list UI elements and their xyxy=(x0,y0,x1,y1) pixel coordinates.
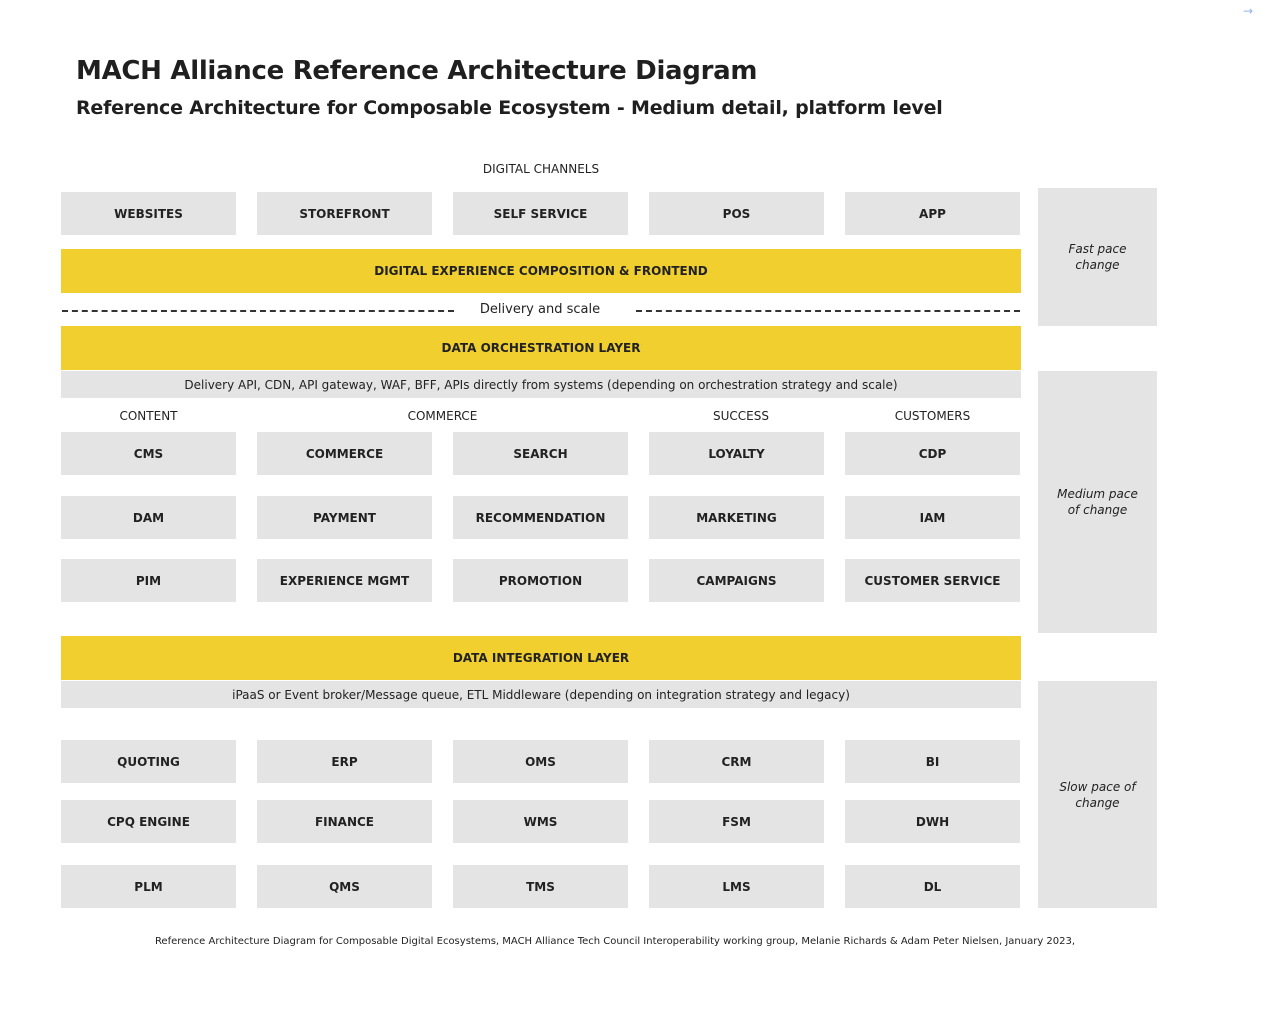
system-customer-service: CUSTOMER SERVICE xyxy=(845,559,1020,602)
system-quoting: QUOTING xyxy=(61,740,236,783)
delivery-and-scale-label: Delivery and scale xyxy=(479,302,601,317)
system-commerce: COMMERCE xyxy=(257,432,432,475)
system-pim: PIM xyxy=(61,559,236,602)
system-wms: WMS xyxy=(453,800,628,843)
system-campaigns: CAMPAIGNS xyxy=(649,559,824,602)
data-orchestration-layer: DATA ORCHESTRATION LAYER xyxy=(61,326,1021,370)
system-oms: OMS xyxy=(453,740,628,783)
slow-pace-panel: Slow pace of change xyxy=(1038,681,1157,908)
category-label-content: CONTENT xyxy=(119,409,178,423)
system-tms: TMS xyxy=(453,865,628,908)
digital-channels-heading: DIGITAL CHANNELS xyxy=(482,162,600,176)
category-label-customers: CUSTOMERS xyxy=(894,409,971,423)
integration-description: iPaaS or Event broker/Message queue, ETL… xyxy=(61,681,1021,708)
system-promotion: PROMOTION xyxy=(453,559,628,602)
system-search: SEARCH xyxy=(453,432,628,475)
medium-pace-panel: Medium pace of change xyxy=(1038,371,1157,633)
system-iam: IAM xyxy=(845,496,1020,539)
system-cpq-engine: CPQ ENGINE xyxy=(61,800,236,843)
system-payment: PAYMENT xyxy=(257,496,432,539)
system-marketing: MARKETING xyxy=(649,496,824,539)
channel-self-service: SELF SERVICE xyxy=(453,192,628,235)
system-dam: DAM xyxy=(61,496,236,539)
channel-websites: WEBSITES xyxy=(61,192,236,235)
channel-storefront: STOREFRONT xyxy=(257,192,432,235)
system-crm: CRM xyxy=(649,740,824,783)
footer-citation: Reference Architecture Diagram for Compo… xyxy=(154,936,1076,947)
system-cdp: CDP xyxy=(845,432,1020,475)
dashed-divider-right xyxy=(636,310,1020,312)
channel-app: APP xyxy=(845,192,1020,235)
experience-composition-layer: DIGITAL EXPERIENCE COMPOSITION & FRONTEN… xyxy=(61,249,1021,293)
orchestration-description: Delivery API, CDN, API gateway, WAF, BFF… xyxy=(61,371,1021,398)
system-bi: BI xyxy=(845,740,1020,783)
channel-pos: POS xyxy=(649,192,824,235)
system-dl: DL xyxy=(845,865,1020,908)
system-dwh: DWH xyxy=(845,800,1020,843)
system-recommendation: RECOMMENDATION xyxy=(453,496,628,539)
system-cms: CMS xyxy=(61,432,236,475)
system-lms: LMS xyxy=(649,865,824,908)
system-qms: QMS xyxy=(257,865,432,908)
data-integration-layer: DATA INTEGRATION LAYER xyxy=(61,636,1021,680)
system-erp: ERP xyxy=(257,740,432,783)
diagram-subtitle: Reference Architecture for Composable Ec… xyxy=(76,97,943,119)
system-finance: FINANCE xyxy=(257,800,432,843)
category-label-success: SUCCESS xyxy=(713,409,769,423)
dashed-divider-left xyxy=(62,310,454,312)
diagram-title: MACH Alliance Reference Architecture Dia… xyxy=(76,56,758,86)
category-label-commerce: COMMERCE xyxy=(407,409,478,423)
system-loyalty: LOYALTY xyxy=(649,432,824,475)
system-fsm: FSM xyxy=(649,800,824,843)
fast-pace-panel: Fast pace change xyxy=(1038,188,1157,326)
system-plm: PLM xyxy=(61,865,236,908)
arrow-right-icon[interactable]: → xyxy=(1243,4,1254,18)
system-experience-mgmt: EXPERIENCE MGMT xyxy=(257,559,432,602)
